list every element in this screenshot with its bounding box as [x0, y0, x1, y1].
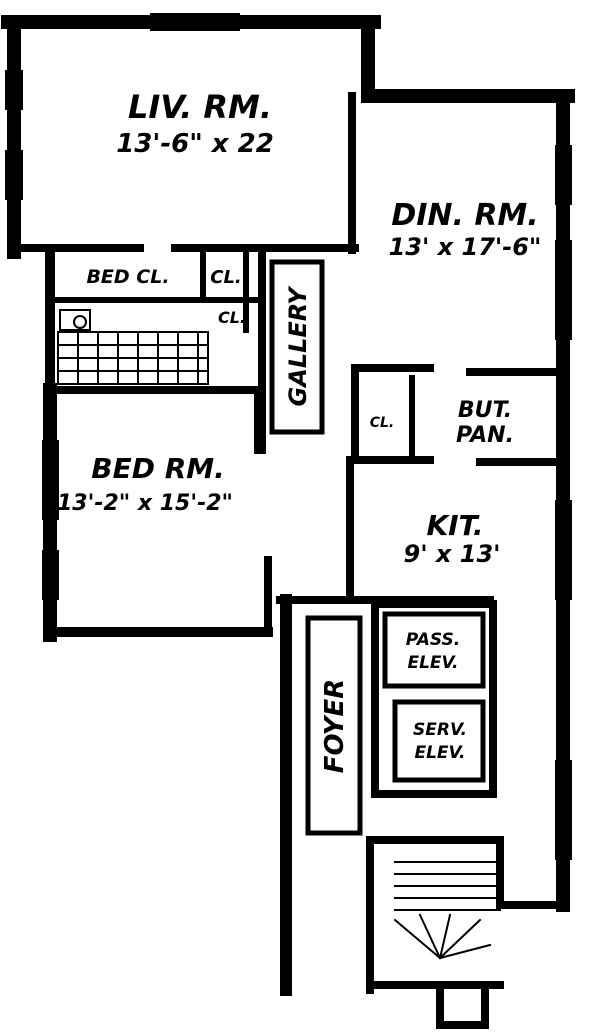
stair-winders: [393, 913, 492, 960]
window-left-1: [5, 70, 23, 110]
living-room-size: 13'-6" x 22: [116, 129, 274, 159]
butler-pantry-line1: BUT.: [458, 398, 512, 423]
butler-pantry-line2: PAN.: [456, 423, 514, 448]
dining-room-size: 13' x 17'-6": [389, 233, 542, 261]
elevator-shaft-outer: [371, 600, 497, 798]
window-bed-1: [42, 440, 59, 520]
foyer-label: FOYER: [320, 679, 350, 774]
bath-tile-grid: [57, 309, 209, 385]
window-top: [150, 13, 240, 31]
living-room-name: LIV. RM.: [128, 88, 272, 126]
kitchen-name: KIT.: [426, 509, 483, 542]
serv-elevator-line2: ELEV.: [414, 743, 465, 763]
wall-bed-right: [254, 386, 272, 636]
serv-elevator-line1: SERV.: [413, 720, 467, 740]
bedroom-size: 13'-2" x 15'-2": [57, 491, 233, 516]
dining-room-name: DIN. RM.: [391, 198, 538, 233]
closet-2-label: CL.: [218, 308, 246, 327]
bed-closet-label: BED CL.: [86, 266, 169, 288]
window-left-2: [5, 150, 23, 200]
stair-treads: [394, 861, 501, 911]
window-right-2: [555, 240, 572, 340]
wall-bottom: [366, 981, 504, 1029]
pass-elevator-box: [382, 611, 486, 689]
window-right-3: [555, 500, 572, 600]
wall-pantry-bottom: [351, 456, 564, 466]
bedroom-name: BED RM.: [91, 452, 225, 485]
serv-elevator-box: [392, 699, 486, 783]
wall-dining-bottom: [351, 364, 564, 376]
pass-elevator-line1: PASS.: [406, 630, 460, 650]
window-right-4: [555, 760, 572, 860]
gallery-label: GALLERY: [284, 285, 312, 407]
window-bed-2: [42, 550, 59, 600]
closet-3-label: CL.: [370, 415, 395, 431]
window-right-1: [555, 145, 572, 205]
foyer-box: [305, 615, 363, 836]
pass-elevator-line2: ELEV.: [407, 653, 458, 673]
gallery-box: [269, 259, 325, 435]
closet-1-label: CL.: [210, 267, 242, 288]
kitchen-size: 9' x 13': [404, 540, 501, 568]
